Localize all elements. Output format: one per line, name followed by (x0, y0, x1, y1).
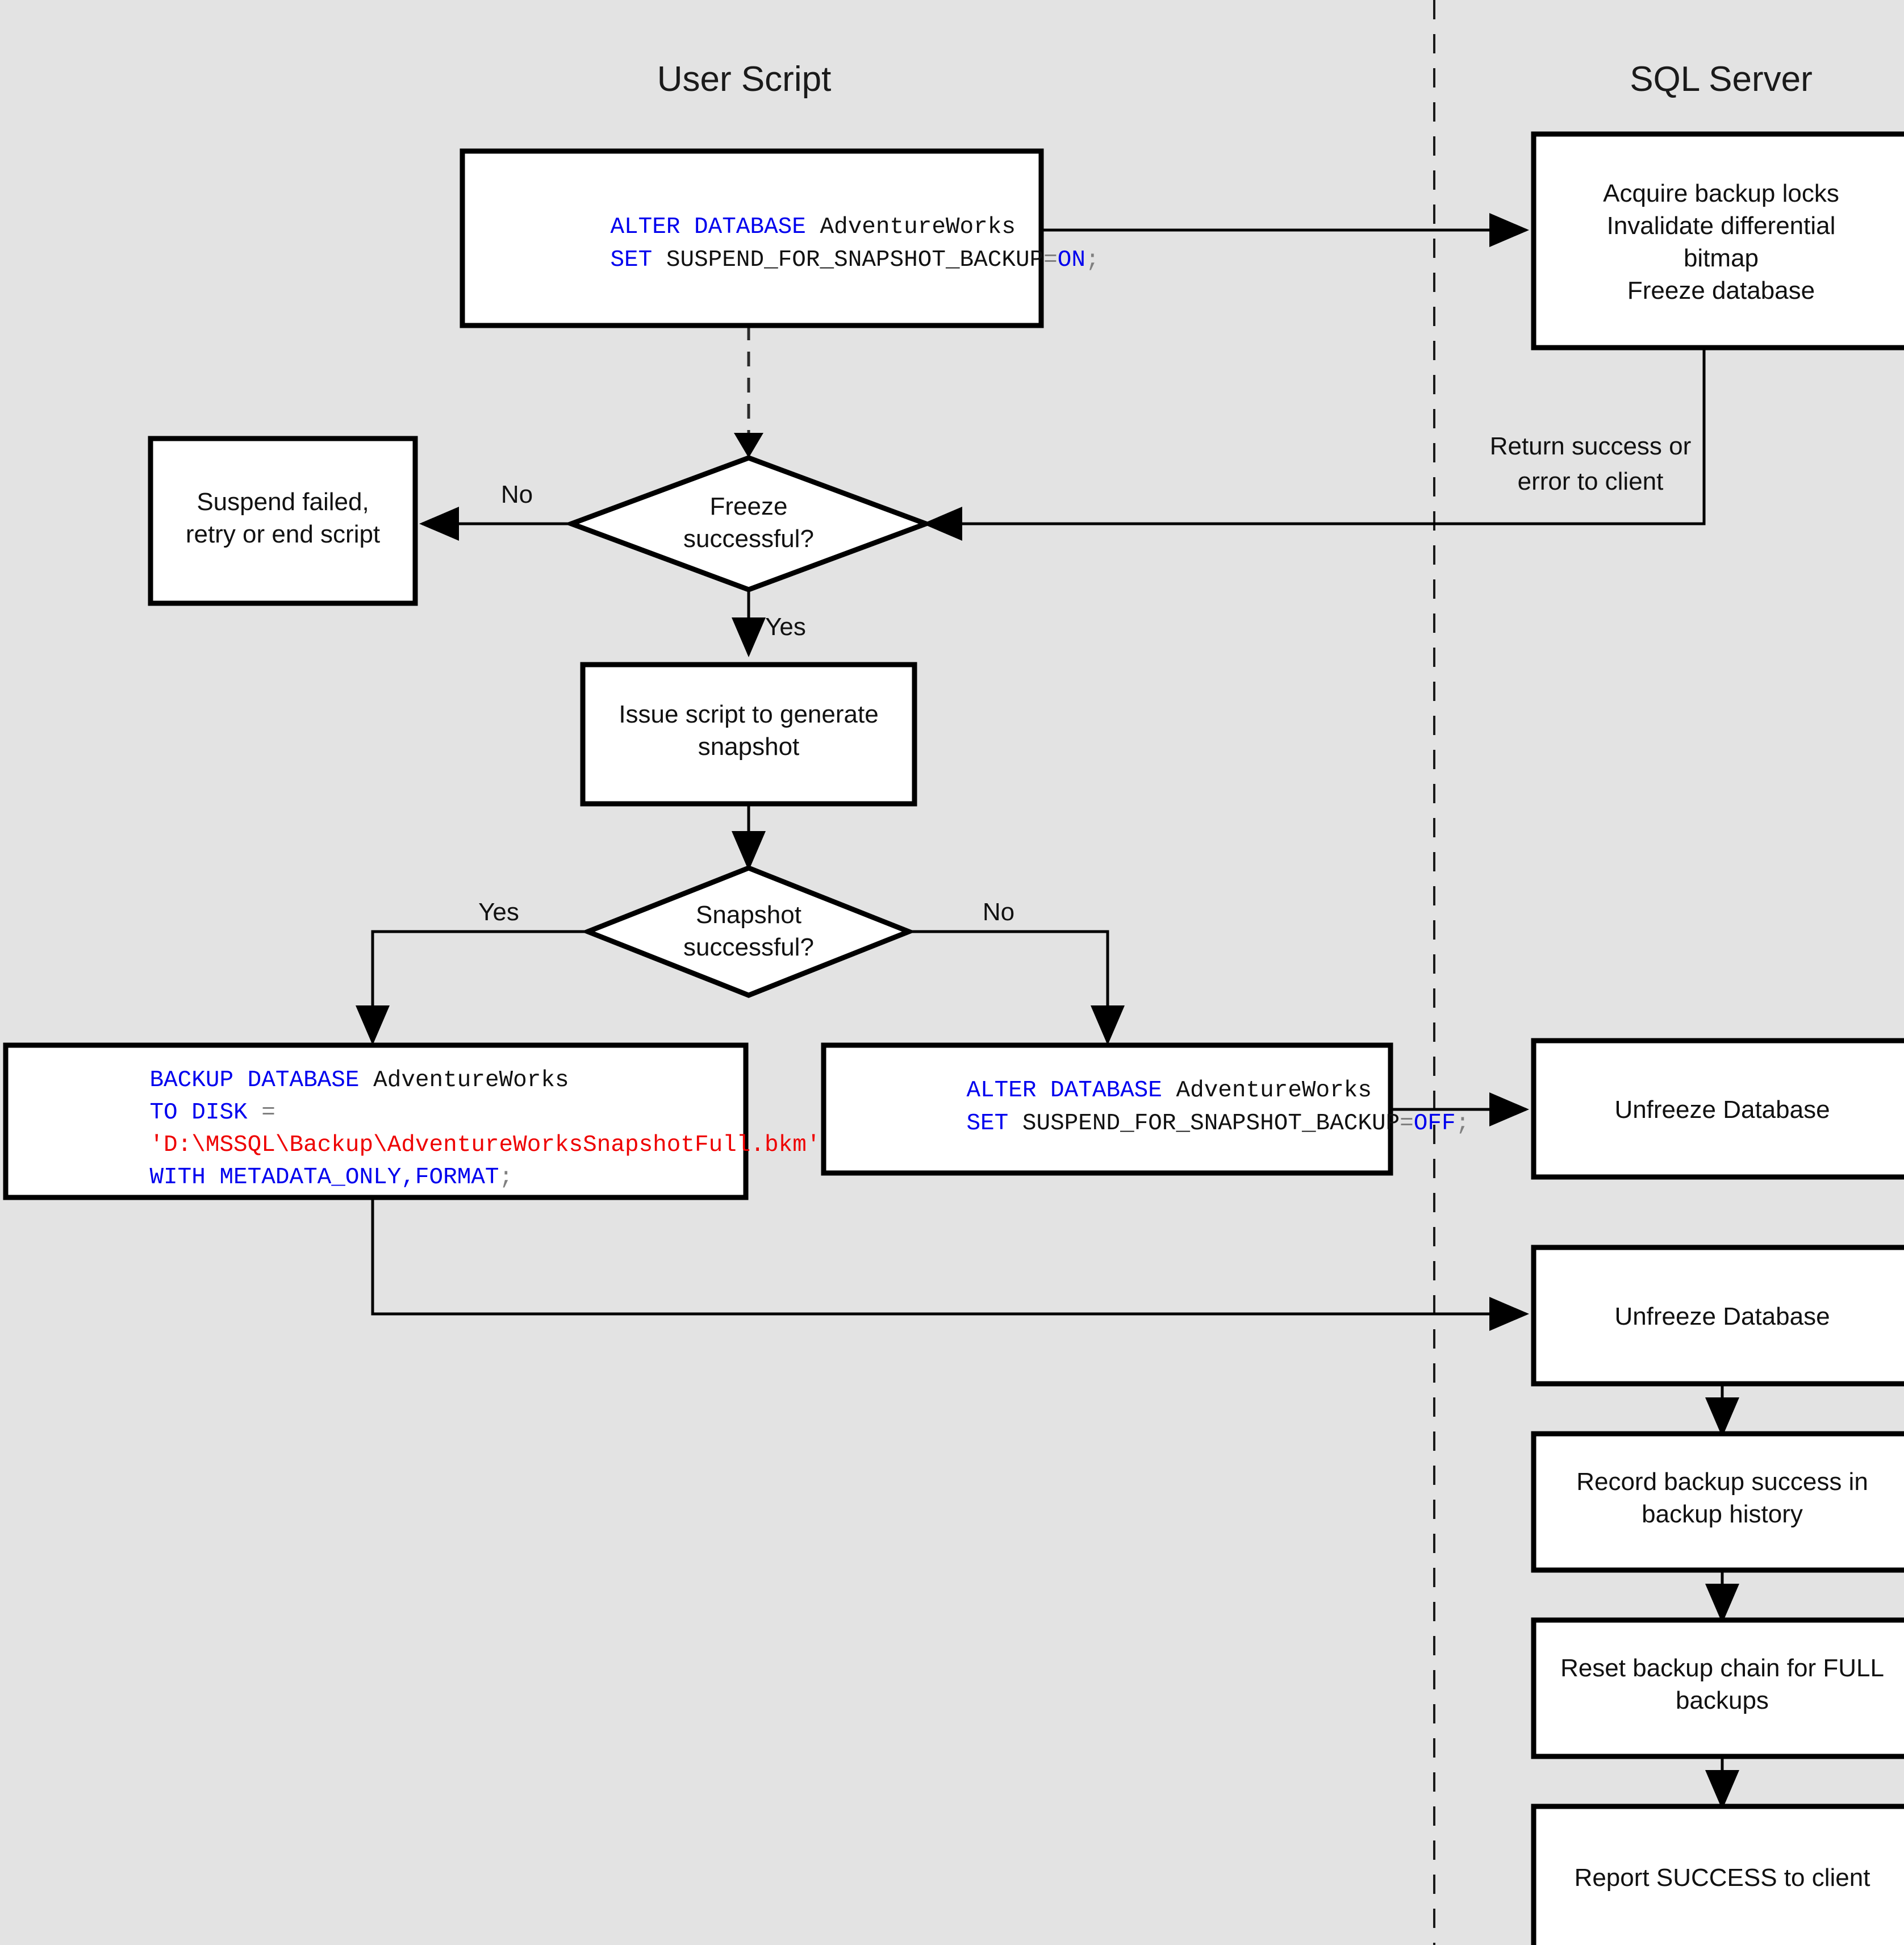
node-report-success-shape (1531, 1804, 1904, 1945)
node-alter-database-off-shape (821, 1042, 1393, 1176)
node-acquire-backup-locks-line-2: Invalidate differential (1607, 212, 1836, 240)
lane-title-sql-server: SQL Server (1630, 60, 1813, 99)
node-acquire-backup-locks-line-3: bitmap (1684, 244, 1759, 272)
node-snapshot-successful[interactable]: Snapshot successful? (581, 865, 916, 998)
node-reset-backup-chain-shape (1531, 1617, 1904, 1759)
node-issue-script[interactable]: Issue script to generate snapshot (580, 662, 917, 807)
node-acquire-backup-locks[interactable]: Acquire backup locks Invalidate differen… (1531, 131, 1904, 350)
node-backup-database-line-1: BACKUP DATABASE AdventureWorks (24, 1067, 667, 1093)
edge-label-return-success-line2: error to client (1518, 468, 1664, 495)
edge-acquire-locks-return-to-freeze (922, 348, 1706, 541)
node-unfreeze-database-2-label: Unfreeze Database (1614, 1303, 1830, 1330)
node-record-backup-success-line-2: backup history (1642, 1500, 1803, 1528)
arrowhead-alter-on-to-freeze (734, 433, 763, 458)
edge-snapshot-yes-to-backup-database (356, 930, 588, 1045)
node-reset-backup-chain[interactable]: Reset backup chain for FULL backups (1531, 1617, 1904, 1759)
node-unfreeze-database-1[interactable]: Unfreeze Database (1531, 1038, 1904, 1180)
node-reset-backup-chain-line-1: Reset backup chain for FULL (1560, 1654, 1884, 1682)
node-issue-script-shape (580, 662, 917, 807)
node-acquire-backup-locks-line-1: Acquire backup locks (1603, 180, 1839, 207)
lane-title-user-script: User Script (657, 60, 832, 99)
node-unfreeze-database-2-shape (1531, 1245, 1904, 1387)
node-freeze-successful-shape (564, 455, 933, 592)
edge-label-freeze-no: No (501, 481, 533, 508)
node-backup-database-line-3: 'D:\MSSQL\Backup\AdventureWorksSnapshotF… (24, 1132, 918, 1158)
node-report-success-label: Report SUCCESS to client (1575, 1864, 1870, 1892)
node-acquire-backup-locks-shape (1531, 131, 1904, 350)
node-suspend-failed-shape (148, 436, 418, 606)
node-record-backup-success-shape (1531, 1431, 1904, 1573)
node-alter-database-on[interactable]: ALTER DATABASE AdventureWorks SET SUSPEN… (460, 148, 1197, 328)
edge-label-freeze-yes: Yes (765, 613, 806, 641)
node-snapshot-successful-line-1: Snapshot (696, 901, 801, 929)
node-alter-database-off-line-1: ALTER DATABASE AdventureWorks (841, 1078, 1469, 1104)
node-reset-backup-chain-line-2: backups (1676, 1687, 1769, 1714)
node-unfreeze-database-1-label: Unfreeze Database (1614, 1096, 1830, 1124)
node-snapshot-successful-shape (581, 865, 916, 998)
node-record-backup-success-line-1: Record backup success in (1576, 1468, 1868, 1496)
node-issue-script-line-1: Issue script to generate (619, 700, 878, 728)
edge-label-return-success-line1: Return success or (1490, 432, 1692, 460)
node-suspend-failed-line-1: Suspend failed, (197, 488, 369, 516)
node-freeze-successful[interactable]: Freeze successful? (564, 455, 933, 592)
node-backup-database-line-2: TO DISK = (24, 1100, 373, 1126)
node-alter-database-on-line-2: SET SUSPEND_FOR_SNAPSHOT_BACKUP=ON; (485, 247, 1197, 273)
edge-backup-database-to-unfreeze-2 (371, 1197, 1529, 1331)
node-unfreeze-database-1-shape (1531, 1038, 1904, 1180)
edge-label-snapshot-yes: Yes (478, 898, 519, 926)
node-backup-database[interactable]: BACKUP DATABASE AdventureWorks TO DISK =… (3, 1042, 918, 1200)
node-suspend-failed[interactable]: Suspend failed, retry or end script (148, 436, 418, 606)
node-backup-database-line-4: WITH METADATA_ONLY,FORMAT; (24, 1165, 611, 1191)
node-record-backup-success[interactable]: Record backup success in backup history (1531, 1431, 1904, 1573)
node-suspend-failed-line-2: retry or end script (186, 520, 380, 548)
node-alter-database-off[interactable]: ALTER DATABASE AdventureWorks SET SUSPEN… (821, 1042, 1567, 1176)
node-acquire-backup-locks-line-4: Freeze database (1627, 277, 1815, 304)
node-issue-script-line-2: snapshot (698, 733, 800, 761)
node-report-success[interactable]: Report SUCCESS to client (1531, 1804, 1904, 1945)
node-backup-database-shape (3, 1042, 749, 1200)
node-alter-database-on-shape (460, 148, 1044, 328)
node-unfreeze-database-2[interactable]: Unfreeze Database (1531, 1245, 1904, 1387)
edge-snapshot-no-to-alter-off (909, 930, 1125, 1045)
edge-label-snapshot-no: No (983, 898, 1014, 926)
node-freeze-successful-line-2: successful? (683, 525, 814, 553)
node-snapshot-successful-line-2: successful? (683, 933, 814, 961)
node-alter-database-off-line-2: SET SUSPEND_FOR_SNAPSHOT_BACKUP=OFF; (841, 1111, 1567, 1137)
node-freeze-successful-line-1: Freeze (710, 492, 788, 520)
node-alter-database-on-line-1: ALTER DATABASE AdventureWorks (485, 214, 1113, 240)
